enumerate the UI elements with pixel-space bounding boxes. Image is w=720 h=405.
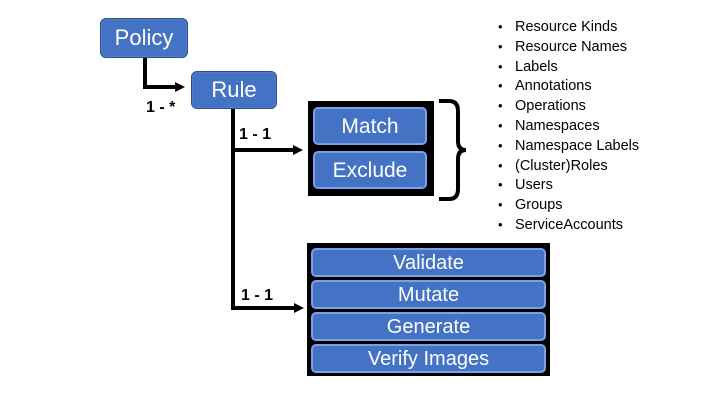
attribute-item: ServiceAccounts xyxy=(498,215,639,235)
connector-rule-actions xyxy=(231,109,304,313)
attribute-item: Namespaces xyxy=(498,116,639,136)
verify-images-label: Verify Images xyxy=(367,347,490,370)
match-label: Match xyxy=(341,114,399,138)
rule-label: Rule xyxy=(211,77,257,102)
attribute-item: (Cluster)Roles xyxy=(498,156,639,176)
attribute-item: Labels xyxy=(498,57,639,77)
exclude-node: Exclude xyxy=(313,151,427,189)
verify-images-node: Verify Images xyxy=(311,344,546,373)
actions-group: Validate Mutate Generate Verify Images xyxy=(307,243,550,376)
relation-rule-actions: 1 - 1 xyxy=(241,287,274,304)
attribute-item: Annotations xyxy=(498,76,639,96)
relation-policy-rule: 1 - * xyxy=(146,99,176,116)
match-brace-icon xyxy=(439,99,467,201)
attribute-item: Resource Kinds xyxy=(498,17,639,37)
generate-label: Generate xyxy=(386,315,471,338)
generate-node: Generate xyxy=(311,312,546,341)
policy-node: Policy xyxy=(100,18,188,58)
policy-label: Policy xyxy=(114,25,174,50)
relation-rule-match: 1 - 1 xyxy=(239,126,272,143)
attribute-item: Users xyxy=(498,175,639,195)
connector-policy-rule xyxy=(143,56,185,92)
match-node: Match xyxy=(313,107,427,145)
rule-node: Rule xyxy=(191,71,277,109)
attribute-item: Operations xyxy=(498,96,639,116)
match-attributes-list: Resource Kinds Resource Names Labels Ann… xyxy=(498,17,639,235)
match-exclude-group: Match Exclude xyxy=(308,101,434,196)
mutate-label: Mutate xyxy=(397,283,460,306)
mutate-node: Mutate xyxy=(311,280,546,309)
attribute-item: Namespace Labels xyxy=(498,136,639,156)
validate-label: Validate xyxy=(393,251,464,274)
attribute-item: Groups xyxy=(498,195,639,215)
validate-node: Validate xyxy=(311,248,546,277)
exclude-label: Exclude xyxy=(332,158,408,182)
attribute-item: Resource Names xyxy=(498,37,639,57)
